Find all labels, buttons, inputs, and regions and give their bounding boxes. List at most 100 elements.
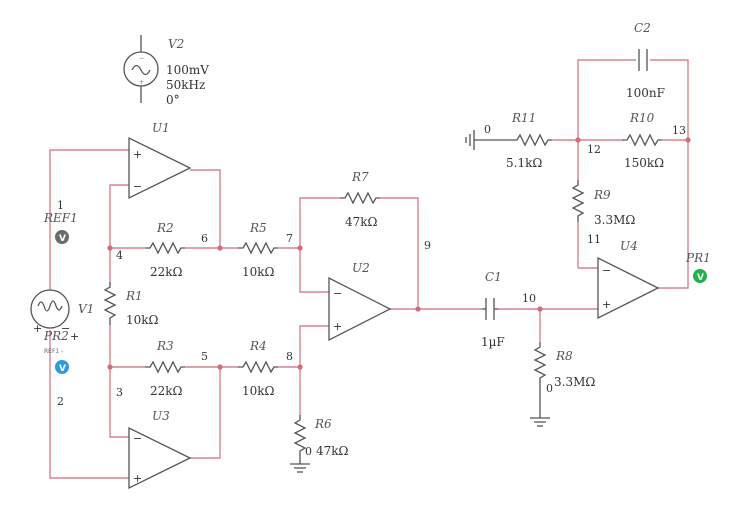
- resistor-r3[interactable]: R3 22kΩ: [145, 339, 185, 398]
- capacitor-c2[interactable]: C2 100nF: [626, 21, 665, 100]
- u4-plus-pin: +: [602, 298, 611, 311]
- opamp-triangle: [128, 136, 192, 200]
- resistor-zigzag: [571, 180, 585, 222]
- v2-label: V2: [168, 37, 184, 51]
- r9-label: R9: [593, 188, 611, 202]
- junction: [107, 364, 113, 370]
- r5-value: 10kΩ: [242, 265, 275, 279]
- wire-u3-out: [190, 367, 221, 459]
- node-label: 7: [286, 232, 293, 245]
- resistor-zigzag: [512, 133, 552, 147]
- u4-minus-pin: −: [602, 264, 611, 277]
- opamp-triangle: [328, 276, 392, 342]
- r2-label: R2: [156, 221, 174, 235]
- u1-plus-pin: +: [133, 148, 142, 161]
- pr1-label: PR1: [685, 251, 711, 265]
- resistor-r4[interactable]: R4 10kΩ: [238, 339, 278, 398]
- wire-c2-left: [577, 59, 636, 140]
- opamp-u3[interactable]: − + U3: [128, 409, 192, 490]
- v1-plus-terminal: +: [33, 322, 42, 335]
- node-label: 11: [587, 233, 601, 246]
- u3-minus-pin: −: [133, 432, 142, 445]
- probe-icon: [693, 269, 707, 283]
- u3-label: U3: [152, 409, 170, 423]
- r4-label: R4: [249, 339, 267, 353]
- u2-label: U2: [352, 261, 370, 275]
- wire-v1-u3-plus: [49, 330, 129, 479]
- node-label: 0: [546, 382, 553, 395]
- resistor-r9[interactable]: R9 3.3MΩ: [571, 180, 635, 227]
- r3-label: R3: [156, 339, 174, 353]
- junctions: [107, 137, 691, 370]
- v1-label: V1: [78, 302, 94, 316]
- resistor-r2[interactable]: R2 22kΩ: [145, 221, 185, 279]
- node-label: 6: [201, 232, 208, 245]
- resistor-r8[interactable]: R8 3.3MΩ: [533, 342, 595, 418]
- ground-r8: [530, 417, 550, 427]
- wire-c2-right: [650, 59, 689, 289]
- junction: [537, 306, 543, 312]
- v1-source[interactable]: + − V1: [30, 289, 94, 335]
- resistor-r6[interactable]: R6 47kΩ: [293, 415, 349, 458]
- v2-frequency: 50kHz: [166, 78, 205, 92]
- function-generator-icon: [30, 289, 70, 329]
- c1-label: C1: [485, 270, 502, 284]
- probe-pr1[interactable]: PR1 V: [685, 251, 711, 283]
- u1-minus-pin: −: [133, 180, 142, 193]
- opamp-triangle: [128, 426, 192, 490]
- wire-u2-plus: [299, 325, 329, 367]
- r10-value: 150kΩ: [624, 156, 664, 170]
- ac-source-icon: [123, 51, 159, 87]
- node-label: 1: [57, 199, 64, 212]
- probe-icon: [55, 230, 69, 244]
- wires: [49, 59, 689, 479]
- v2-amplitude: 100mV: [166, 63, 209, 77]
- probe-badge: V: [697, 273, 704, 283]
- node-labels: 1 2 3 4 5 6 7 8 9 10 11 12 13 0 0 0: [57, 123, 686, 458]
- pr2-label: PR2: [43, 329, 69, 343]
- junction: [217, 364, 223, 370]
- wire-u1-out: [190, 169, 221, 248]
- capacitor-c1[interactable]: C1 1µF: [481, 270, 505, 349]
- node-label: 12: [587, 143, 601, 156]
- wire-r7-left: [299, 197, 340, 248]
- r10-label: R10: [629, 111, 655, 125]
- resistor-r11[interactable]: R11 5.1kΩ: [506, 111, 552, 170]
- resistor-r10[interactable]: R10 150kΩ: [622, 111, 664, 170]
- junction: [107, 245, 113, 251]
- resistor-zigzag: [238, 241, 278, 255]
- resistor-zigzag: [145, 241, 185, 255]
- node-label: 5: [201, 350, 208, 363]
- waveform-icon: [37, 300, 63, 312]
- resistor-r1[interactable]: R1 10kΩ: [103, 282, 159, 327]
- node-label: 3: [116, 386, 123, 399]
- node-label: 13: [672, 124, 686, 137]
- resistor-zigzag: [145, 360, 185, 374]
- u2-plus-pin: +: [333, 320, 342, 333]
- ground-r11: [465, 130, 512, 150]
- resistor-r7[interactable]: R7 47kΩ: [340, 170, 380, 229]
- c1-value: 1µF: [481, 335, 505, 349]
- node-label: 0: [305, 445, 312, 458]
- pr2-plus: +: [70, 330, 79, 343]
- probe-badge: V: [59, 234, 66, 244]
- u3-plus-pin: +: [133, 472, 142, 485]
- r1-label: R1: [125, 289, 143, 303]
- v2-source[interactable]: − + V2 100mV 50kHz 0°: [123, 35, 209, 107]
- junction: [575, 137, 581, 143]
- opamp-u4[interactable]: − + U4: [597, 239, 660, 320]
- resistor-zigzag: [533, 342, 547, 385]
- node-label: 9: [424, 239, 431, 252]
- v2-minus: −: [139, 55, 144, 62]
- opamp-triangle: [597, 256, 660, 320]
- node-label: 0: [484, 123, 491, 136]
- probe-ref1[interactable]: REF1 V: [43, 211, 78, 244]
- u1-label: U1: [152, 121, 170, 135]
- resistor-r5[interactable]: R5 10kΩ: [238, 221, 278, 279]
- probe-pr2[interactable]: PR2 REF1 - + V: [43, 329, 79, 374]
- r5-label: R5: [249, 221, 267, 235]
- opamp-u2[interactable]: − + U2: [328, 261, 392, 342]
- r6-value: 47kΩ: [316, 444, 349, 458]
- opamp-u1[interactable]: + − U1: [128, 121, 192, 200]
